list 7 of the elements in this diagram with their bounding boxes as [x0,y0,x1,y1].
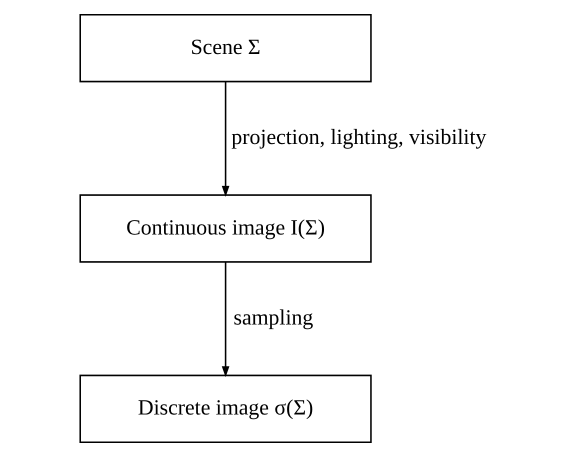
arrow [222,82,230,197]
node-box: Scene Σ [79,14,372,82]
node-box: Discrete image σ(Σ) [79,374,372,444]
edge-label: sampling [234,305,314,330]
node-box: Continuous image I(Σ) [79,194,372,263]
edge-label: projection, lighting, visibility [231,125,486,150]
arrow [222,262,230,378]
